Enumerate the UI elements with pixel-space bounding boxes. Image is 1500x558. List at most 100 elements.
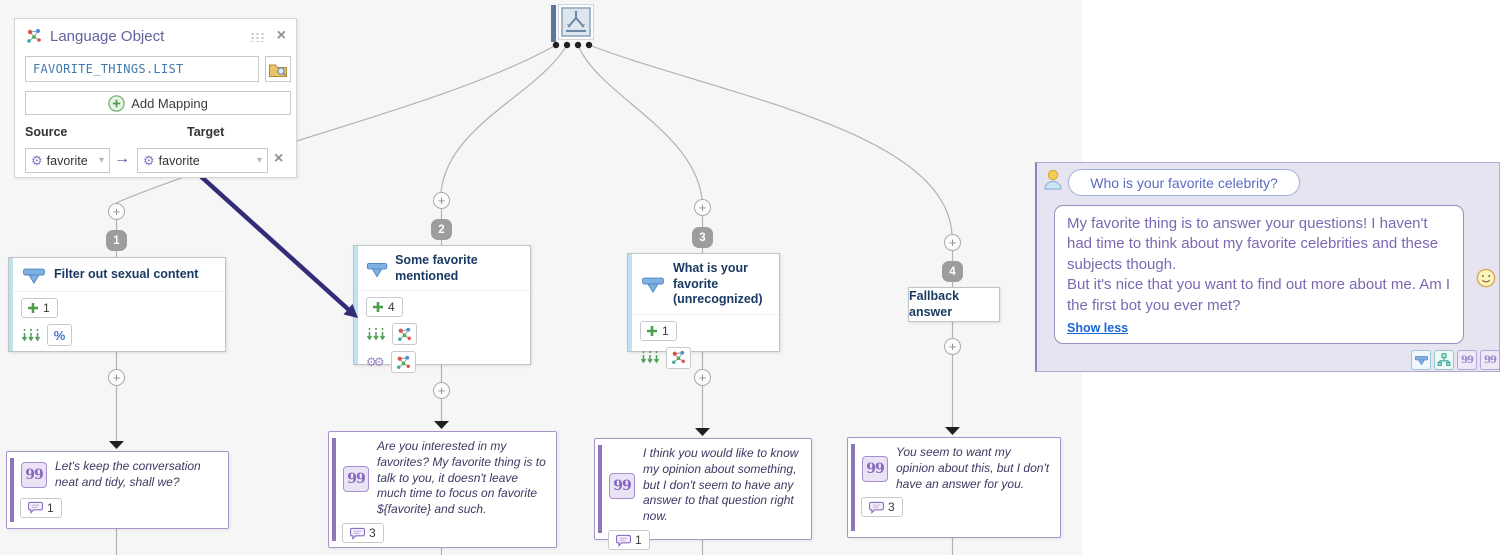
answer-node[interactable]: 99 Let's keep the conversation neat and …	[6, 451, 229, 529]
user-question-bubble[interactable]: Who is your favorite celebrity?	[1068, 169, 1300, 196]
plus-icon: +	[437, 383, 446, 398]
node-title: Filter out sexual content	[54, 267, 199, 282]
quote-icon: 99	[21, 461, 47, 488]
trigger-node-some-favorite[interactable]: Some favorite mentioned 4 ⚙⚙	[353, 245, 531, 374]
plus-icon: +	[948, 235, 957, 250]
node-title: Fallback answer	[909, 288, 960, 319]
language-object-chip[interactable]	[390, 351, 416, 374]
bot-answer-paragraph: My favorite thing is to answer your ques…	[1067, 215, 1439, 273]
smiley-emotion-icon	[1476, 268, 1496, 288]
add-connector[interactable]: +	[694, 369, 711, 386]
show-less-link[interactable]: Show less	[1067, 320, 1129, 335]
answer-count-badge[interactable]: 1	[608, 530, 650, 551]
quote-icon: 99	[862, 455, 888, 482]
example-count-badge[interactable]: 1	[640, 320, 677, 341]
user-avatar-icon	[1043, 169, 1063, 190]
add-connector[interactable]: +	[694, 199, 711, 216]
flow-tree-button[interactable]	[1434, 350, 1454, 370]
script-gears-icon: ⚙⚙	[366, 355, 384, 370]
mapping-arrow	[194, 170, 358, 318]
percent-condition-chip[interactable]: %	[47, 324, 72, 346]
trigger-node-filter[interactable]: Filter out sexual content 1 %	[8, 257, 226, 352]
add-connector[interactable]: +	[944, 234, 961, 251]
answer-count-badge[interactable]: 1	[20, 497, 62, 518]
language-object-panel: Language Object × FAVORITE_THINGS.LIST A…	[14, 18, 297, 178]
language-object-name-input[interactable]: FAVORITE_THINGS.LIST	[25, 56, 259, 82]
answer-text: You seem to want my opinion about this, …	[896, 445, 1050, 491]
example-count-badge[interactable]: 4	[366, 297, 403, 318]
target-dropdown[interactable]: ⚙ favorite ▾	[137, 148, 268, 173]
answer-text: Are you interested in my favorites? My f…	[377, 439, 546, 517]
trigger-node-unrecognized[interactable]: What is your favorite (unrecognized) 1	[627, 253, 780, 369]
flow-root-node[interactable]	[558, 4, 594, 40]
plus-icon: +	[698, 370, 707, 385]
answer-toolbar: 99 99	[1411, 350, 1500, 370]
answer-text-button[interactable]: 99	[1457, 350, 1477, 370]
flow-connectors	[109, 41, 960, 555]
quote-icon: 99	[343, 465, 369, 492]
answer-accent-bar	[851, 444, 855, 531]
add-connector[interactable]: +	[433, 382, 450, 399]
quote-icon: 99	[1461, 354, 1474, 366]
variable-gear-icon: ⚙	[31, 152, 43, 168]
quote-icon: 99	[1484, 354, 1497, 366]
plus-icon: +	[698, 200, 707, 215]
answer-accent-bar	[10, 458, 14, 522]
drag-grip-icon[interactable]	[248, 30, 264, 42]
answer-text: I think you would like to know my opinio…	[643, 446, 799, 524]
language-object-chip[interactable]	[666, 346, 691, 369]
answer-accent-bar	[332, 438, 336, 541]
percent-icon: %	[53, 327, 66, 343]
plus-icon: +	[112, 204, 121, 219]
source-label: Source	[25, 125, 68, 139]
add-connector[interactable]: +	[108, 369, 125, 386]
chevron-down-icon: ▾	[256, 155, 262, 166]
variable-gear-icon: ⚙	[143, 152, 155, 168]
node-accent-bar	[9, 258, 13, 351]
browse-language-object-button[interactable]	[265, 56, 291, 82]
plus-icon: +	[948, 339, 957, 354]
language-object-chip[interactable]	[392, 323, 417, 346]
close-icon[interactable]: ×	[276, 27, 286, 44]
plus-icon: +	[437, 193, 446, 208]
flow-junction-button[interactable]	[1411, 350, 1431, 370]
quote-icon: 99	[609, 472, 635, 499]
node-order-badge: 3	[692, 227, 713, 248]
tryout-chat-panel: Who is your favorite celebrity? My favor…	[1035, 162, 1500, 372]
target-label: Target	[187, 125, 225, 139]
mapping-arrow-icon: →	[114, 150, 130, 167]
node-order-badge: 4	[942, 261, 963, 282]
bot-answer-paragraph: But it's nice that you want to find out …	[1067, 276, 1451, 314]
remove-mapping-icon[interactable]: ×	[274, 150, 284, 167]
answer-accent-bar	[598, 445, 602, 533]
panel-title: Language Object	[50, 27, 165, 45]
node-title: Some favorite mentioned	[395, 253, 478, 283]
folder-search-icon	[268, 61, 288, 78]
add-connector[interactable]: +	[433, 192, 450, 209]
answer-node[interactable]: 99 I think you would like to know my opi…	[594, 438, 812, 551]
root-selection-bar	[551, 5, 556, 42]
add-connector[interactable]: +	[944, 338, 961, 355]
source-dropdown[interactable]: ⚙ favorite ▾	[25, 148, 110, 173]
answer-count-badge[interactable]: 3	[342, 523, 384, 544]
example-count-badge[interactable]: 1	[21, 298, 58, 318]
answer-text: Let's keep the conversation neat and tid…	[55, 459, 201, 489]
flow-tree-icon	[1437, 353, 1451, 367]
answer-node[interactable]: 99 Are you interested in my favorites? M…	[328, 431, 557, 548]
node-title: What is your favorite (unrecognized)	[673, 261, 763, 307]
plus-icon: +	[112, 370, 121, 385]
bot-answer-bubble: My favorite thing is to answer your ques…	[1054, 205, 1464, 344]
add-mapping-button[interactable]: Add Mapping	[25, 91, 291, 115]
node-accent-bar	[354, 246, 358, 364]
answer-count-badge[interactable]: 3	[861, 497, 903, 518]
trigger-node-fallback[interactable]: Fallback answer	[908, 287, 1000, 322]
chevron-down-icon: ▾	[98, 155, 104, 166]
node-order-badge: 2	[431, 219, 452, 240]
answer-text-button[interactable]: 99	[1480, 350, 1500, 370]
answer-node[interactable]: 99 You seem to want my opinion about thi…	[847, 437, 1061, 538]
node-accent-bar	[628, 254, 632, 351]
language-object-icon	[25, 27, 43, 45]
junction-icon	[1414, 354, 1429, 366]
add-connector[interactable]: +	[108, 203, 125, 220]
node-order-badge: 1	[106, 230, 127, 251]
